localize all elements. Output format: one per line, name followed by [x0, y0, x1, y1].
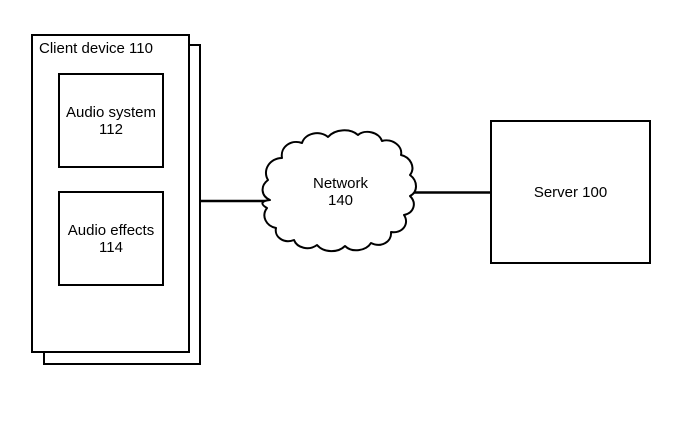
- server-box: Server 100: [490, 120, 651, 264]
- audio-system-label: Audio system: [65, 103, 157, 121]
- audio-system-ref: 112: [99, 120, 123, 138]
- audio-effects-label: Audio effects: [67, 221, 155, 239]
- audio-effects-box: Audio effects 114: [58, 191, 164, 286]
- network-ref: 140: [327, 192, 354, 209]
- network-label: Network: [312, 175, 368, 192]
- audio-effects-ref: 114: [99, 238, 123, 256]
- client-device-label: Client device 110: [39, 40, 153, 57]
- server-label: Server 100: [533, 183, 608, 201]
- audio-system-box: Audio system 112: [58, 73, 164, 168]
- network-cloud-label-group: Network 140: [270, 175, 411, 209]
